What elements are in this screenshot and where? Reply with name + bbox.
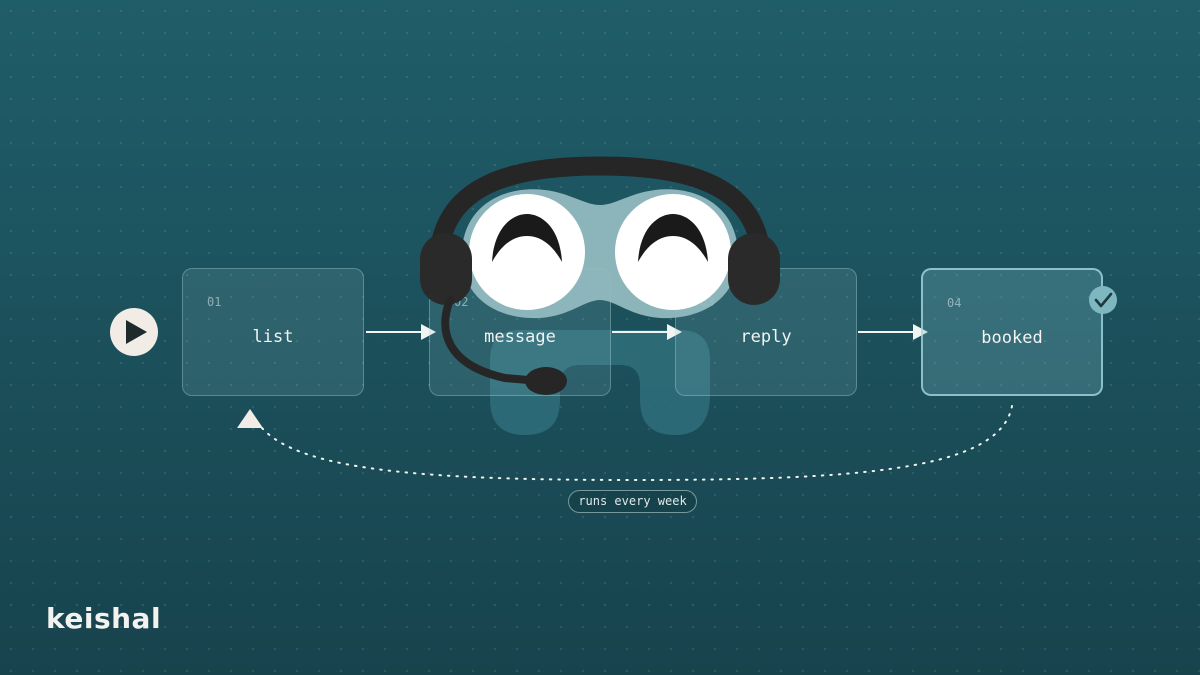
step-number: 01 [207,295,222,309]
connector-list-to-message [366,324,436,340]
step-label: booked [981,328,1043,348]
completed-badge [1089,286,1117,314]
loop-label: runs every week [568,490,697,513]
loop-back-connector [261,405,1013,482]
mascot-legs [490,330,710,435]
start-button[interactable] [110,308,158,356]
step-label: reply [740,327,792,347]
step-label: message [484,327,556,347]
step-label: list [252,327,294,347]
step-box-list[interactable]: 01 list [182,268,364,396]
play-icon [126,320,147,344]
brand-logo: keishal [46,602,162,635]
step-number: 04 [947,296,962,310]
connector-message-to-reply [612,324,682,340]
check-icon [1094,292,1113,308]
loop-back-arrowhead [237,409,263,428]
headset-mascot-icon [420,156,780,395]
connector-reply-to-booked [858,324,928,340]
step-box-booked[interactable]: 04 booked [921,268,1103,396]
